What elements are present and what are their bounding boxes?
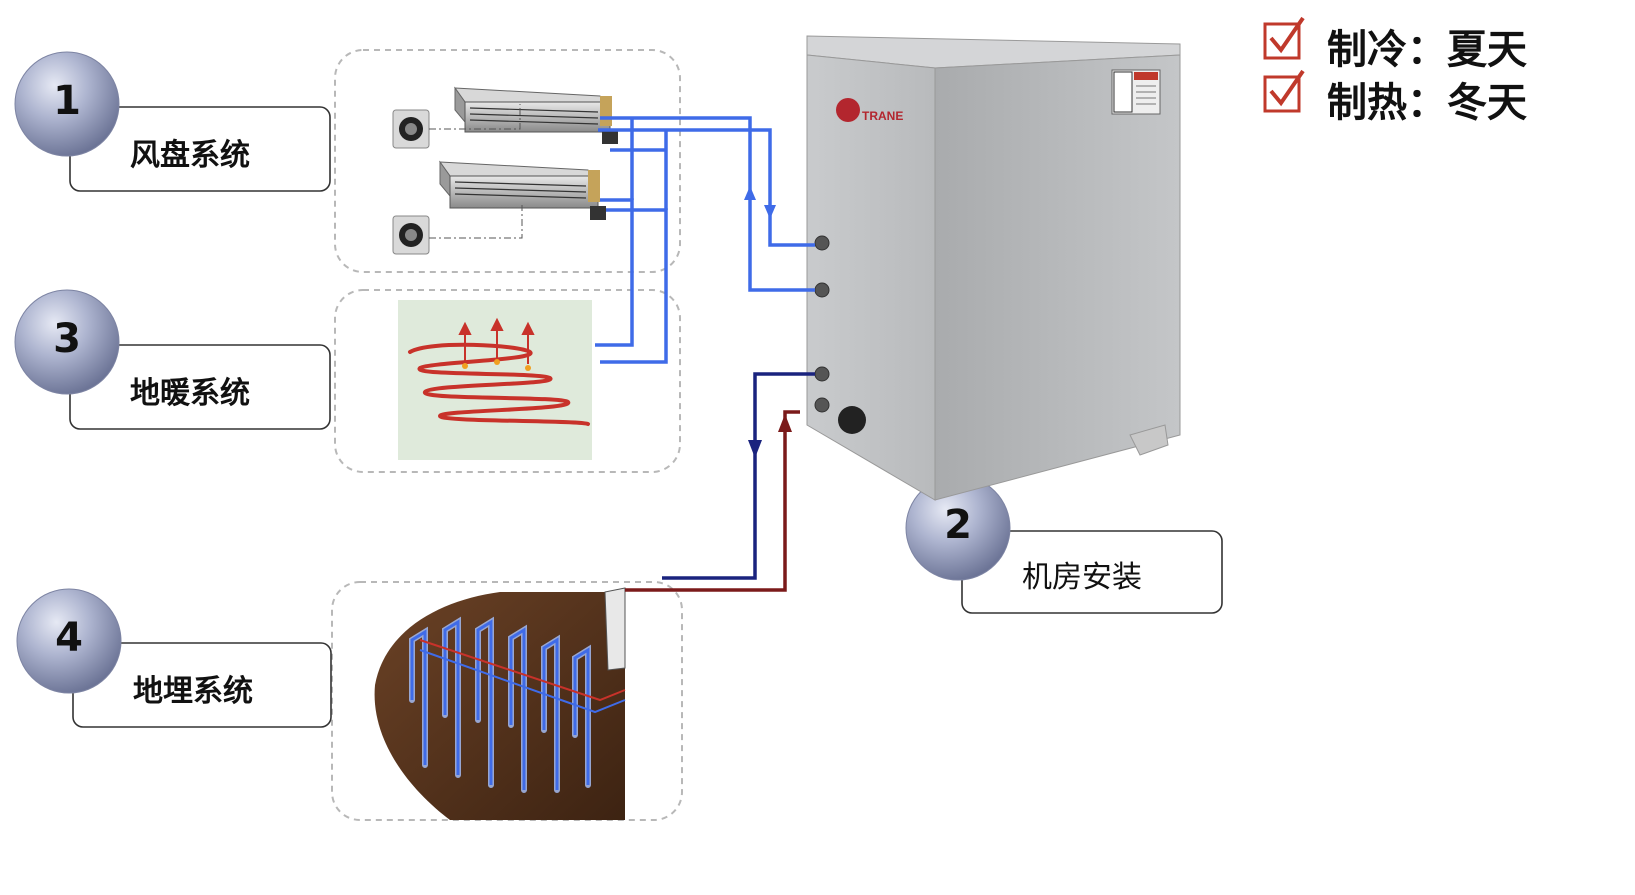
building-side-pipes [595,116,815,364]
step-label-fan-coil: 风盘系统 [130,138,250,173]
legend-heating: 制热：冬天 [1327,80,1527,126]
flow-arrow-up [744,186,756,200]
step-label-machine-room: 机房安装 [1022,560,1142,595]
checkbox-checked-icon [1263,69,1305,113]
unit-brand-label: TRANE [862,109,903,123]
step-number-4: 4 [55,615,83,661]
heat-pump-unit: TRANE [806,35,1181,501]
fan-coil-group-box [334,49,681,273]
ground-loop-image [374,587,626,820]
ground-supply-pipe [662,372,815,580]
checkbox-checked-icon [1263,16,1305,60]
fan-coil-unit-bottom [438,160,606,220]
thermostat-icon [392,215,430,255]
legend-cooling: 制冷：夏天 [1327,27,1527,73]
step-circle-1 [14,51,120,157]
step-circle-3 [14,289,120,395]
floor-heating-group-box [334,289,681,473]
flow-arrow-down [764,205,776,219]
ground-return-pipe [625,410,800,592]
flow-arrow-down-navy [748,440,762,458]
ground-loop-group-box [331,581,683,821]
fan-coil-unit-top [453,86,618,144]
flow-arrow-up-red [778,414,792,432]
step-circle-4 [16,588,122,694]
floor-heating-image [398,300,592,460]
step-label-floor-heating: 地暖系统 [130,376,250,411]
step-label-ground-loop: 地埋系统 [133,674,253,709]
step-number-2: 2 [944,502,972,548]
step-number-1: 1 [53,78,81,124]
thermostat-icon [392,109,430,149]
control-wire [429,104,523,239]
step-number-3: 3 [53,316,81,362]
